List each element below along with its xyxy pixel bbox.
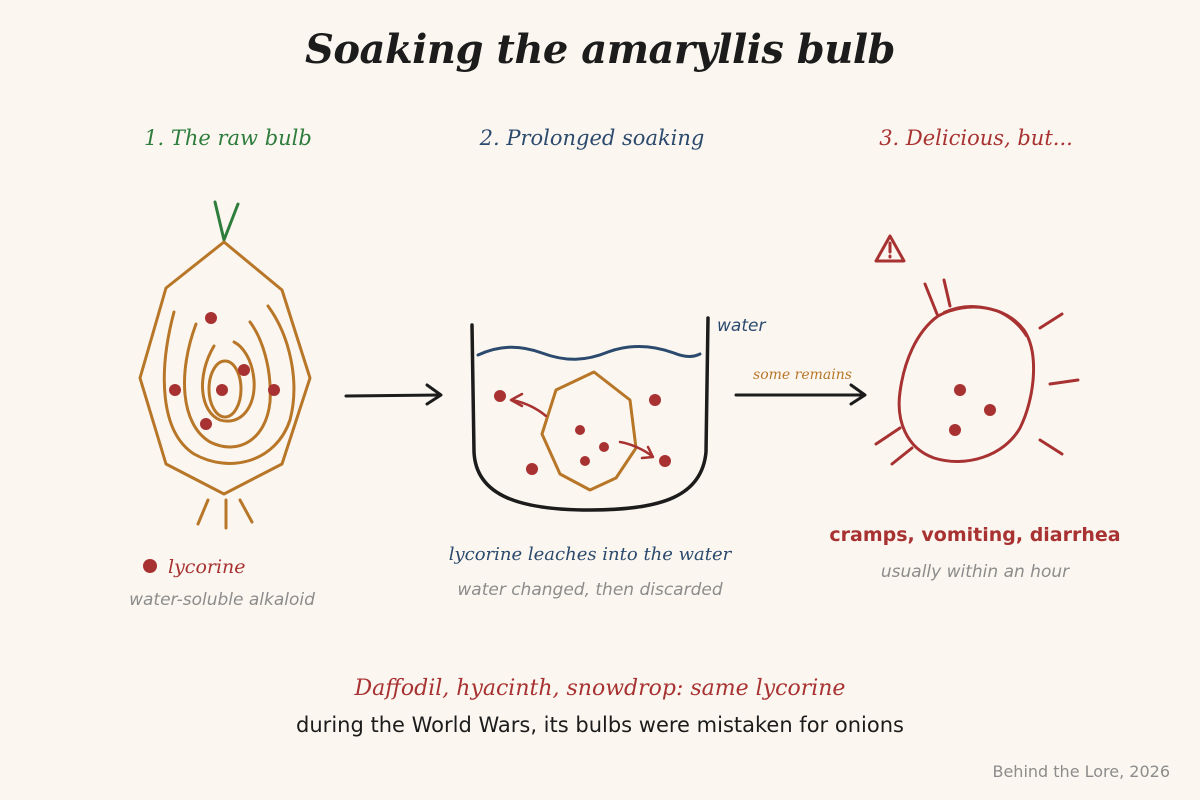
lycorine-dot [200, 418, 212, 430]
lycorine-dot [599, 442, 609, 452]
soaking-bowl-illustration [470, 316, 710, 512]
lycorine-dot [205, 312, 217, 324]
shake-lines [874, 312, 1080, 466]
water-label: water [717, 316, 766, 336]
sick-bulb-outline-sketch [943, 305, 1027, 337]
step-title-soaking: 2. Prolonged soaking [479, 126, 705, 150]
soaking-bulb-outline [540, 370, 638, 492]
lycorine-dot [268, 384, 280, 396]
lycorine-dot [649, 394, 661, 406]
lycorine-dot [954, 384, 966, 396]
lycorine-legend-dot [143, 559, 157, 573]
discard-caption: water changed, then discarded [457, 580, 723, 600]
lycorine-dot [949, 424, 961, 436]
lycorine-dot [526, 463, 538, 475]
raw-bulb-illustration [138, 200, 312, 530]
some-remains-note: some remains [753, 367, 852, 383]
bulb-roots [196, 498, 254, 530]
lycorine-legend-label: lycorine [168, 556, 246, 578]
lycorine-dot [169, 384, 181, 396]
lycorine-dot [494, 390, 506, 402]
bulb-layer-middle [182, 320, 272, 449]
leach-arrowhead-left [509, 392, 524, 408]
step-title-raw-bulb: 1. The raw bulb [144, 126, 312, 150]
leach-arrowhead-right [640, 445, 655, 460]
credit-text: Behind the Lore, 2026 [992, 762, 1170, 781]
lycorine-dot [580, 456, 590, 466]
sick-bulb-outline [897, 305, 1035, 463]
lycorine-dot [984, 404, 996, 416]
related-plants-note: Daffodil, hyacinth, snowdrop: same lycor… [354, 676, 846, 701]
sprout-icon [213, 200, 240, 242]
symptoms-timing: usually within an hour [880, 562, 1070, 582]
leach-arrow-right [618, 440, 654, 458]
lycorine-dot [575, 425, 585, 435]
warning-triangle-icon [874, 234, 906, 263]
bulb-outline [138, 240, 312, 496]
bulb-layer-outer [162, 304, 296, 465]
bulb-core [207, 359, 243, 419]
lycorine-dot [216, 384, 228, 396]
symptoms-text: cramps, vomiting, diarrhea [829, 524, 1121, 546]
history-note: during the World Wars, its bulbs were mi… [296, 713, 904, 737]
leach-caption: lycorine leaches into the water [448, 544, 732, 565]
water-surface [476, 344, 702, 361]
bulb-sprouts [923, 278, 952, 316]
arrow-step2-to-step3 [734, 383, 867, 406]
step-title-result: 3. Delicious, but... [879, 126, 1073, 150]
bowl-outline [470, 316, 710, 512]
lycorine-dot [659, 455, 671, 467]
arrow-step1-to-step2 [344, 383, 443, 406]
lycorine-description: water-soluble alkaloid [129, 590, 315, 610]
diagram-title: Soaking the amaryllis bulb [304, 26, 896, 73]
lycorine-dot [238, 364, 250, 376]
poisoned-bulb-illustration [874, 234, 1080, 466]
bulb-layer-inner [201, 340, 256, 423]
